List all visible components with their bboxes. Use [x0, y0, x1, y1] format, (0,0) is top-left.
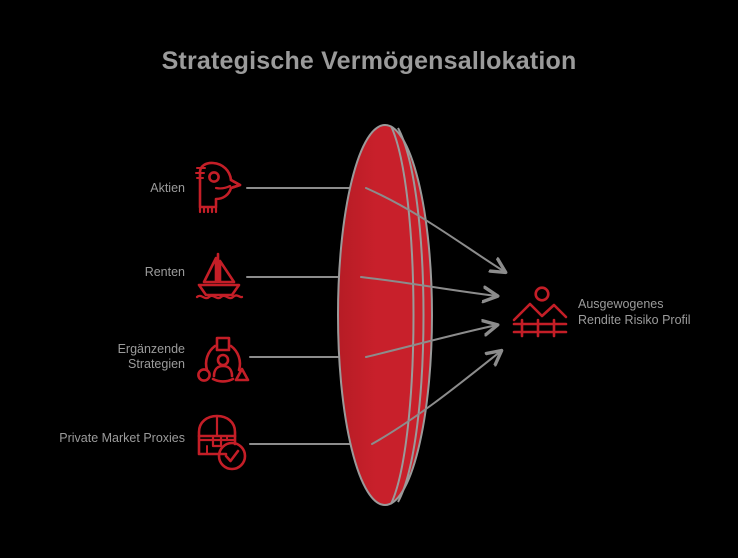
- outcome-label: Ausgewogenes Rendite Risiko Profil: [578, 296, 736, 328]
- eagle-head-icon: [195, 161, 242, 214]
- lens-arc-outer: [397, 127, 425, 503]
- source-label-text-line2: Strategien: [128, 357, 185, 371]
- outcome-label-text: Ausgewogenes: [578, 297, 664, 311]
- allocation-lens: [337, 124, 433, 506]
- output-connectors: [360, 187, 505, 445]
- sailboat-icon: [195, 252, 244, 300]
- treasure-chest-check-icon: [197, 414, 247, 471]
- source-label-text: Renten: [144, 265, 185, 279]
- source-label-aktien: Aktien: [20, 181, 185, 196]
- source-label-private-market-proxies: Private Market Proxies: [10, 431, 185, 446]
- lens-arc-inner: [390, 125, 415, 505]
- lens-body: [337, 124, 433, 506]
- network-strategies-icon: [197, 336, 250, 383]
- balance-profile-icon: [512, 286, 568, 338]
- source-label-renten: Renten: [20, 265, 185, 280]
- source-label-ergaenzende-strategien: Ergänzende Strategien: [20, 342, 185, 372]
- connector-out-0: [365, 187, 505, 272]
- connector-out-1: [360, 276, 497, 296]
- page-title: Strategische Vermögensallokation: [161, 47, 577, 75]
- source-label-text: Ergänzende: [117, 342, 185, 356]
- source-label-text: Aktien: [150, 181, 185, 195]
- outcome-label-text-line2: Rendite Risiko Profil: [578, 313, 691, 327]
- source-label-text: Private Market Proxies: [59, 431, 185, 445]
- connector-out-3: [371, 351, 501, 445]
- connector-out-2: [365, 325, 497, 358]
